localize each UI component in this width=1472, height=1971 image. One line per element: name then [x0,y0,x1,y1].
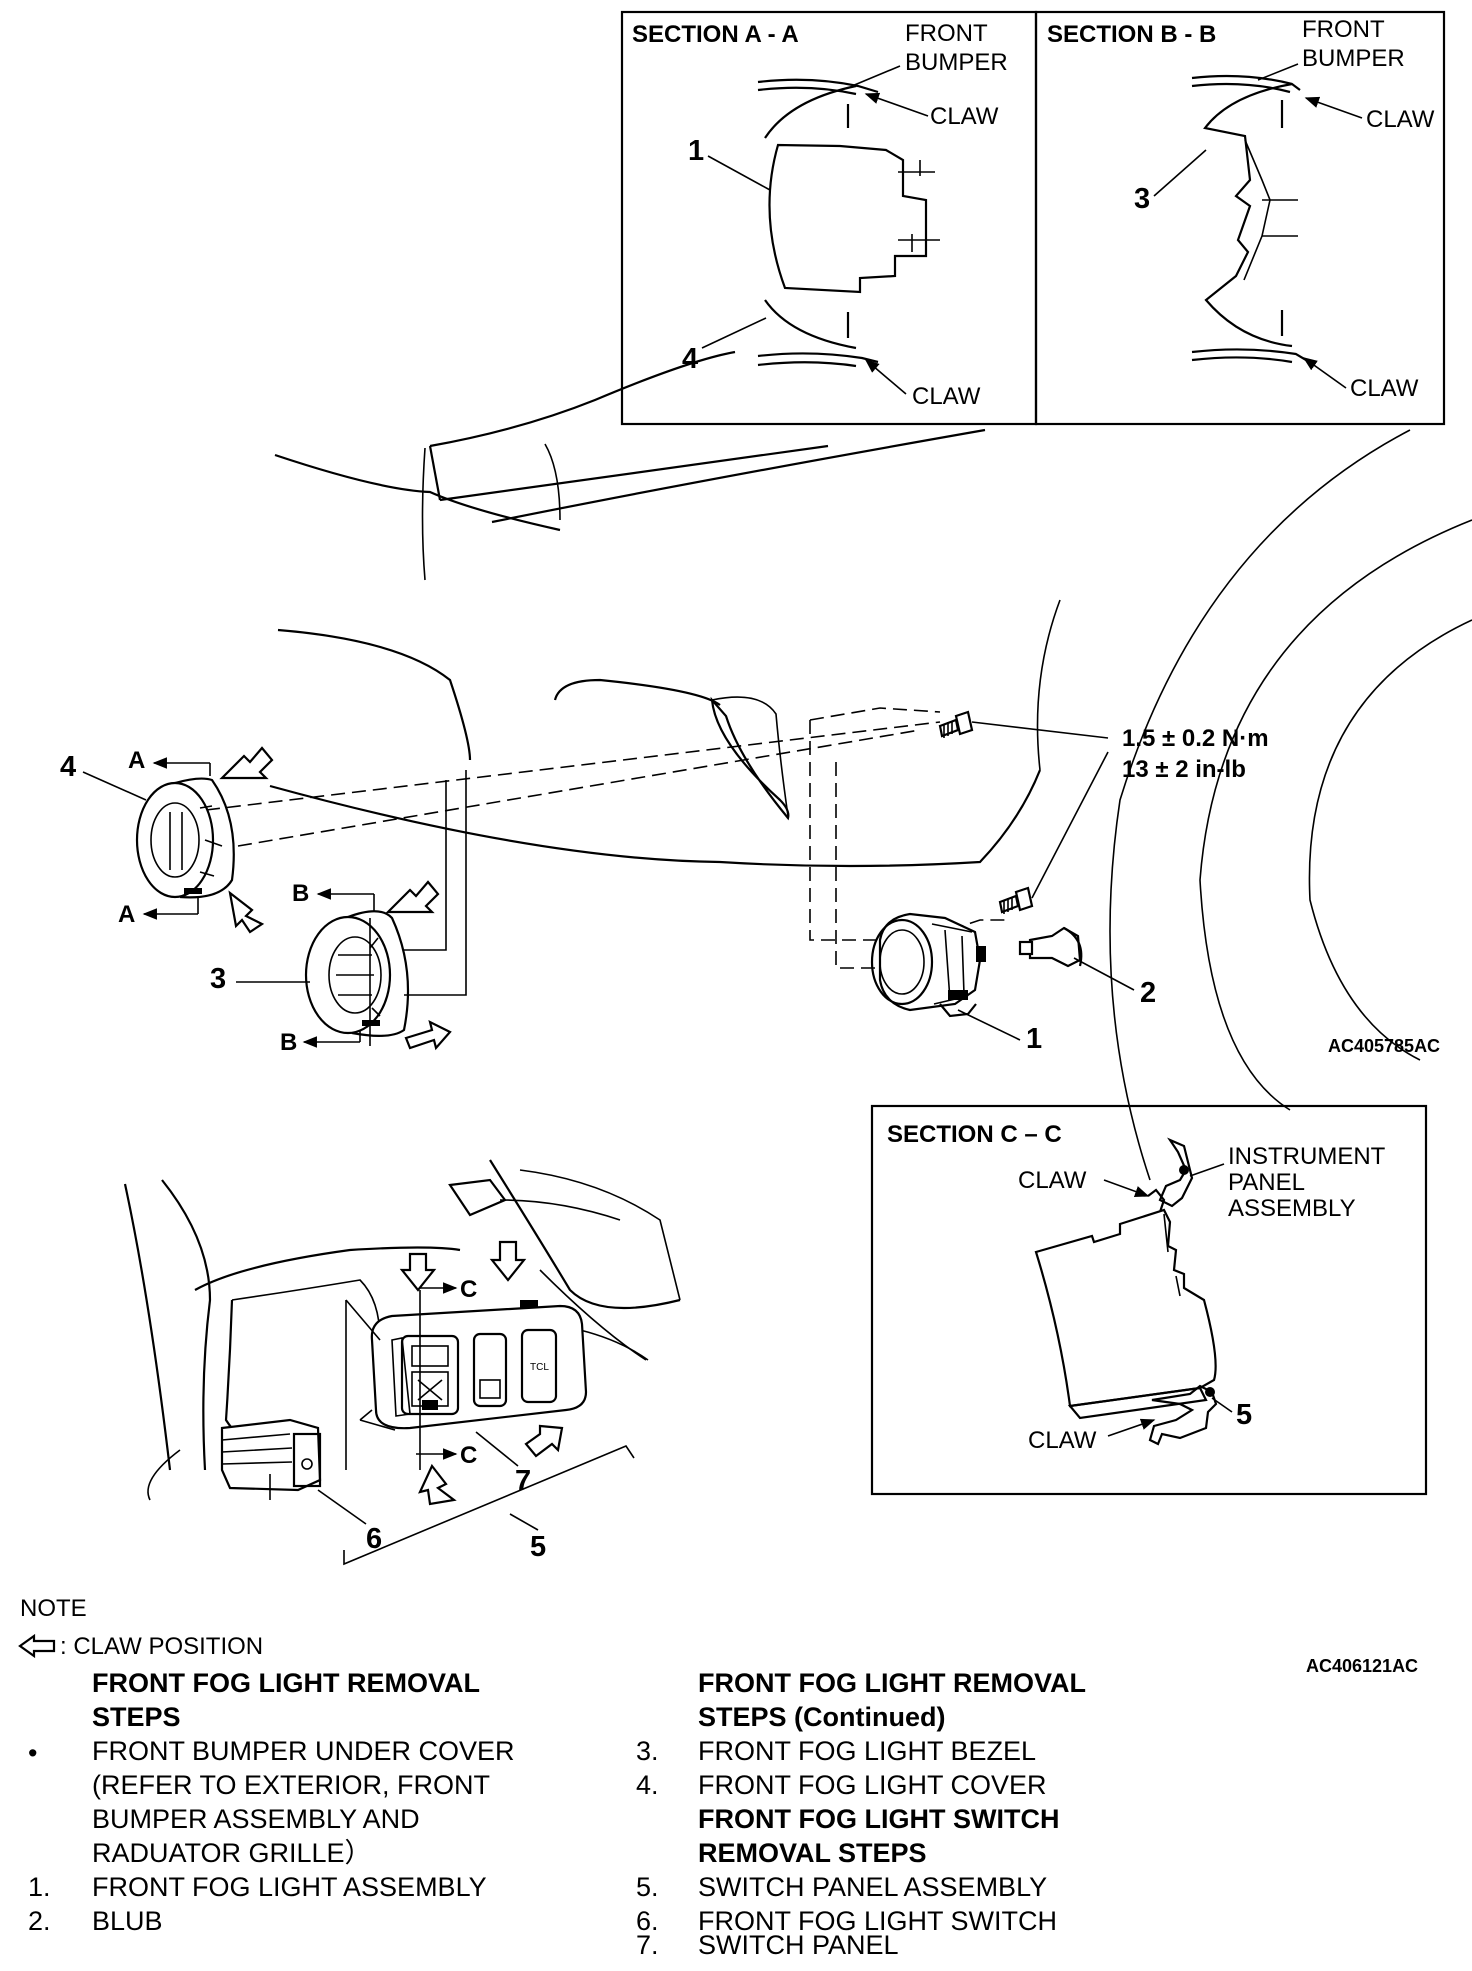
legend-key: 1. [28,1872,51,1902]
section-aa-title: SECTION A - A [632,21,799,48]
dash-outline [123,1159,681,1501]
callout-7: 7 [515,1465,531,1497]
section-a-marker-top: A [128,747,145,774]
figure-code-upper: AC405785AC [1328,1036,1440,1056]
callout-5: 5 [530,1531,546,1563]
fog-light-bezel-section [1203,82,1293,348]
front-bumper-label-line1: FRONT [905,20,988,47]
legend-key: 2. [28,1906,51,1936]
front-bumper-label-line2: BUMPER [905,49,1008,76]
callout-1-section-aa: 1 [688,135,704,167]
legend-item-text: SWITCH PANEL ASSEMBLY [698,1872,1048,1902]
claw-label: CLAW [1018,1167,1087,1194]
switch-heading-line1: FRONT FOG LIGHT SWITCH [698,1804,1060,1834]
switch-panel-section [1034,1208,1217,1408]
instrument-panel-label-line2: PANEL [1228,1169,1305,1196]
claw-position-arrow-icon [228,890,265,934]
section-cc-panel: SECTION C – C CLAW INSTRUMENT PANEL ASSE… [870,1104,1428,1496]
claw-label: CLAW [930,103,999,130]
legend-item-text: BUMPER ASSEMBLY AND [92,1804,420,1834]
section-c-marker-top: C [460,1276,477,1303]
legend-key: 4. [636,1770,659,1800]
leader-line [851,65,901,87]
left-heading-line2: STEPS [92,1702,181,1732]
claw-position-note: : CLAW POSITION [60,1633,263,1660]
fog-light-body-section [768,143,928,294]
legend-key: 7. [636,1930,659,1960]
callout-5-section-cc: 5 [1236,1399,1252,1431]
claw-label: CLAW [1366,106,1435,133]
bulb-2: 2 [1018,926,1156,1009]
fog-light-cover-4: 4 A A [60,746,274,934]
legend-item-text: FRONT FOG LIGHT COVER [698,1770,1047,1800]
fog-light-assembly-1: 1 [870,912,1042,1055]
callout-1: 1 [1026,1023,1042,1055]
claw-label: CLAW [1028,1427,1097,1454]
note-title: NOTE [20,1595,87,1622]
legend-key: 3. [636,1736,659,1766]
screw-upper [938,710,974,738]
instrument-panel-label-line1: INSTRUMENT [1228,1143,1386,1170]
callout-3-section-bb: 3 [1134,183,1150,215]
section-c-marker-bottom: C [460,1442,477,1469]
vehicle-body-outline [269,350,1472,1181]
legend-item-text: (REFER TO EXTERIOR, FRONT [92,1770,491,1800]
tcl-button-label: TCL [530,1362,549,1373]
legend-item-text: FRONT FOG LIGHT BEZEL [698,1736,1037,1766]
section-aa-panel: SECTION A - A FRONT BUMPER CLAW 1 4 CLAW [620,10,1038,426]
front-bumper-label-line1: FRONT [1302,16,1385,43]
claw-position-arrow-icon [18,1633,56,1659]
right-heading-line1: FRONT FOG LIGHT REMOVAL [698,1668,1086,1698]
callout-2: 2 [1140,977,1156,1009]
screw-lower [998,886,1034,914]
section-cc-title: SECTION C – C [887,1121,1062,1148]
legend-item-text: FRONT FOG LIGHT SWITCH [698,1906,1058,1936]
legend-item-text: BLUB [92,1906,163,1936]
callout-6: 6 [366,1523,382,1555]
figure-code-lower: AC406121AC [1306,1656,1418,1676]
claw-position-arrow-icon [399,1252,437,1292]
section-b-marker-bottom: B [280,1029,297,1056]
legend-key: 5. [636,1872,659,1902]
claw-position-arrow-icon [404,1019,452,1051]
instrument-panel-label-line3: ASSEMBLY [1228,1195,1356,1222]
legend-item-text: RADUATOR GRILLE） [92,1838,372,1868]
assembly-bracket [343,1445,635,1566]
fog-light-bezel-3: 3 B B [210,770,467,1056]
right-heading-line2: STEPS (Continued) [698,1702,946,1732]
claw-label: CLAW [912,383,981,410]
claw-position-arrow-icon [418,1463,457,1506]
legend-key: 6. [636,1906,659,1936]
claw-position-arrow-icon [489,1240,527,1282]
torque-spec-nm: 1.5 ± 0.2 N·m [1122,725,1269,752]
legend-item-text: SWITCH PANEL [698,1930,899,1960]
legend-key-bullet: • [28,1738,38,1768]
claw-label: CLAW [1350,375,1419,402]
legend-item-text: FRONT BUMPER UNDER COVER [92,1736,515,1766]
claw-position-arrow-icon [385,880,440,914]
legend-item-text: FRONT FOG LIGHT ASSEMBLY [92,1872,487,1902]
callout-4-section-aa: 4 [682,343,698,375]
claw-position-arrow-icon [219,746,274,780]
claw-position-arrow-icon [524,1424,564,1458]
section-b-marker-top: B [292,880,309,907]
callout-4: 4 [60,751,76,783]
switch-heading-line2: REMOVAL STEPS [698,1838,927,1868]
section-bb-panel: SECTION B - B FRONT BUMPER CLAW 3 CLAW [1034,10,1446,426]
section-bb-title: SECTION B - B [1047,21,1216,48]
torque-spec-inlb: 13 ± 2 in-lb [1122,756,1246,783]
front-bumper-label-line2: BUMPER [1302,45,1405,72]
callout-3: 3 [210,963,226,995]
fog-light-switch-6 [220,1418,322,1500]
left-heading-line1: FRONT FOG LIGHT REMOVAL [92,1668,480,1698]
section-a-marker-bottom: A [118,901,135,928]
switch-panel-7: TCL [370,1300,588,1430]
